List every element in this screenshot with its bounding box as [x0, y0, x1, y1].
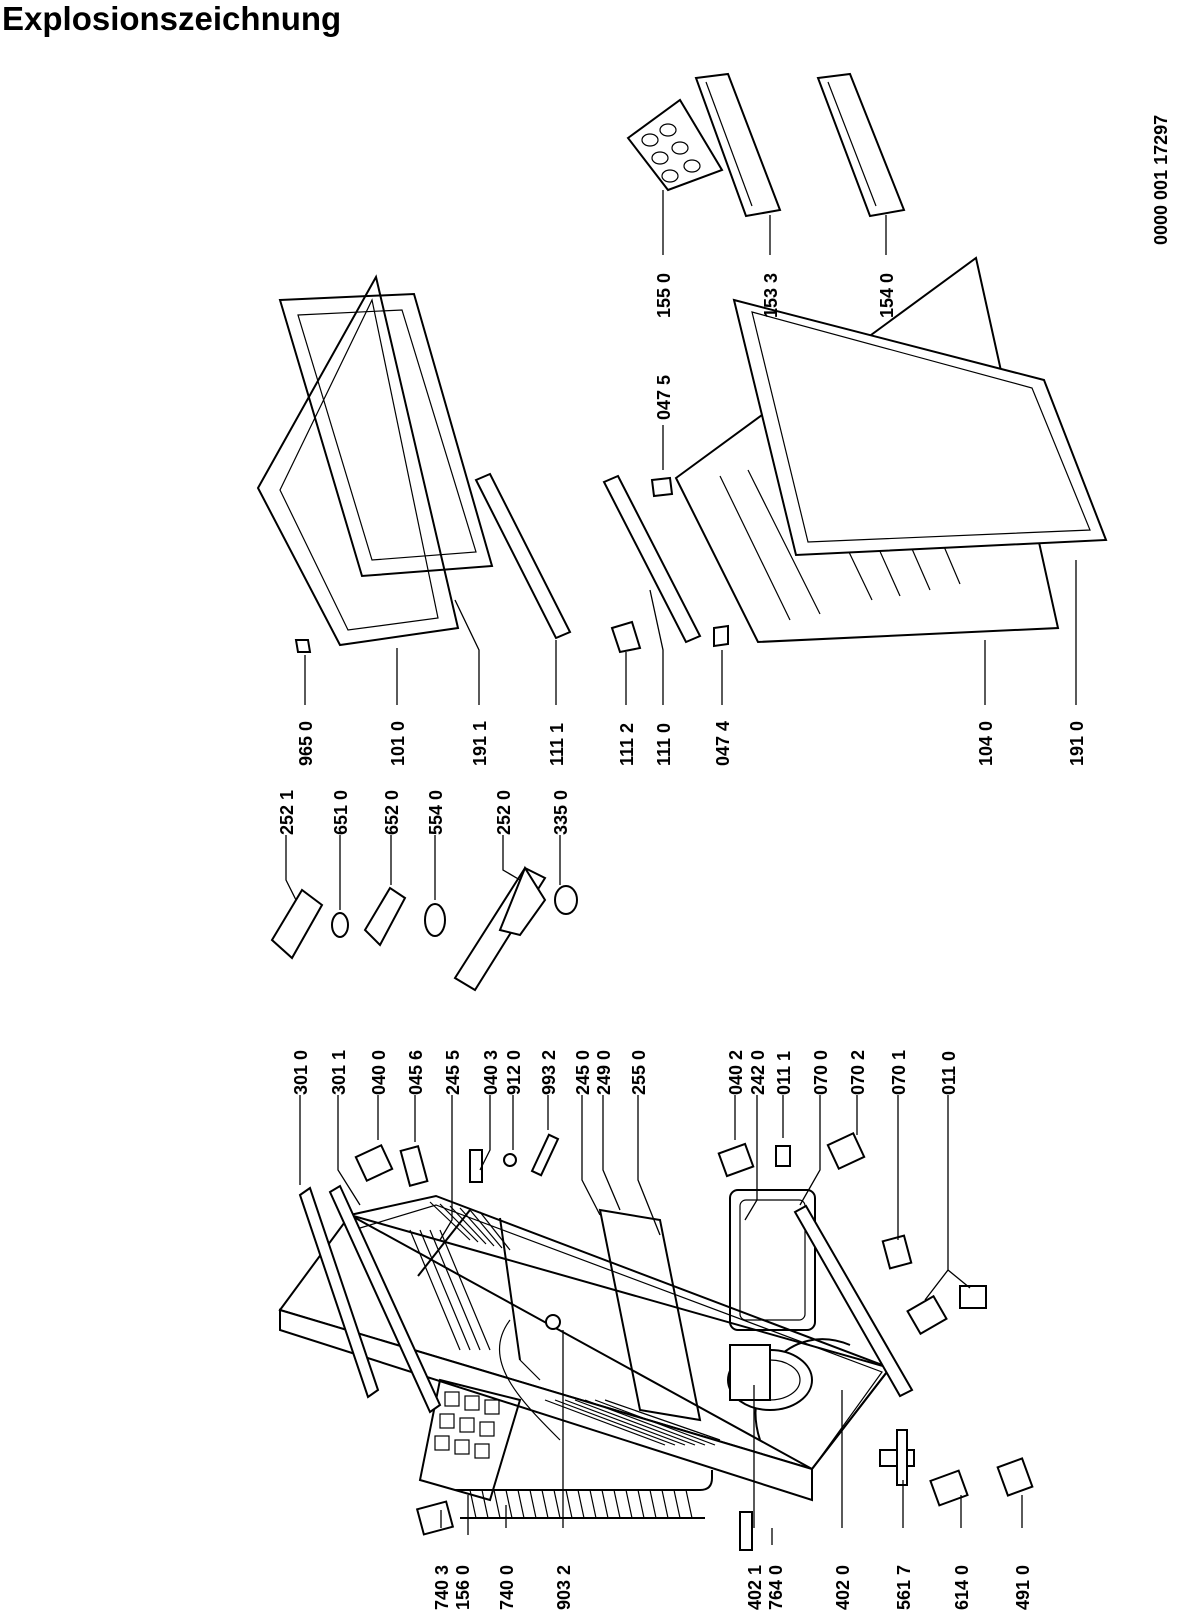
- label-561-7: 561 7: [894, 1565, 914, 1610]
- label-111-1: 111 1: [547, 723, 567, 766]
- label-903-2: 903 2: [554, 1565, 574, 1610]
- document-number: 0000 001 17297: [1151, 115, 1171, 245]
- label-047-5: 047 5: [654, 375, 674, 420]
- label-070-0: 070 0: [811, 1050, 831, 1095]
- label-252-1: 252 1: [277, 790, 297, 835]
- condenser: [455, 1470, 713, 1519]
- freezer-door-gasket: [278, 292, 494, 578]
- label-191-1: 191 1: [470, 721, 490, 766]
- label-402-1: 402 1: [745, 1565, 765, 1610]
- leader-lines: [285, 190, 1077, 1545]
- label-155-0: 155 0: [654, 273, 674, 318]
- label-245-5: 245 5: [443, 1050, 463, 1095]
- shelf-grille-hatch: [409, 1229, 721, 1446]
- label-040-0: 040 0: [369, 1050, 389, 1095]
- label-242-0: 242 0: [748, 1050, 768, 1095]
- cabinet-body: [278, 1189, 892, 1502]
- label-301-1: 301 1: [329, 1050, 349, 1095]
- egg-tray: [626, 98, 724, 192]
- label-335-0: 335 0: [551, 790, 571, 835]
- freezer-door: [256, 274, 460, 647]
- label-255-0: 255 0: [629, 1050, 649, 1095]
- fridge-door-gasket: [732, 298, 1108, 557]
- door-handle-strips: [294, 472, 729, 654]
- label-301-0: 301 0: [291, 1050, 311, 1095]
- label-614-0: 614 0: [952, 1565, 972, 1610]
- label-040-3: 040 3: [481, 1050, 501, 1095]
- label-191-0: 191 0: [1067, 721, 1087, 766]
- label-011-1: 011 1: [774, 1051, 794, 1095]
- small-parts: [354, 1131, 1034, 1551]
- label-912-0: 912 0: [504, 1050, 524, 1095]
- label-740-0: 740 0: [497, 1565, 517, 1610]
- label-652-0: 652 0: [382, 790, 402, 835]
- label-402-0: 402 0: [833, 1565, 853, 1610]
- label-249-0: 249 0: [594, 1050, 614, 1095]
- label-070-2: 070 2: [848, 1050, 868, 1095]
- label-047-4: 047 4: [713, 721, 733, 766]
- label-993-2: 993 2: [539, 1050, 559, 1095]
- door-shelf-1: [694, 72, 782, 218]
- label-111-0: 111 0: [654, 723, 674, 766]
- label-011-0: 011 0: [939, 1051, 959, 1095]
- label-491-0: 491 0: [1013, 1565, 1033, 1610]
- label-154-0: 154 0: [877, 273, 897, 318]
- label-070-1: 070 1: [889, 1050, 909, 1095]
- label-554-0: 554 0: [426, 790, 446, 835]
- label-101-0: 101 0: [388, 721, 408, 766]
- page-title: Explosionszeichnung: [2, 0, 342, 37]
- control-parts: [270, 865, 578, 992]
- label-040-2: 040 2: [726, 1050, 746, 1095]
- door-shelf-2: [816, 72, 906, 218]
- top-trim: [298, 1184, 442, 1414]
- label-045-6: 045 6: [406, 1050, 426, 1095]
- label-965-0: 965 0: [296, 721, 316, 766]
- label-764-0: 764 0: [766, 1565, 786, 1610]
- label-245-0: 245 0: [573, 1050, 593, 1095]
- label-252-0: 252 0: [494, 790, 514, 835]
- label-153-3: 153 3: [761, 273, 781, 318]
- label-156-0: 156 0: [453, 1565, 473, 1610]
- label-740-3: 740 3: [432, 1565, 452, 1610]
- label-651-0: 651 0: [331, 790, 351, 835]
- door-seal-strip: [793, 1204, 914, 1398]
- label-111-2: 111 2: [617, 723, 637, 766]
- part-labels: 740 3 156 0 740 0 903 2 402 1 764 0 402 …: [277, 115, 1171, 1610]
- label-104-0: 104 0: [976, 721, 996, 766]
